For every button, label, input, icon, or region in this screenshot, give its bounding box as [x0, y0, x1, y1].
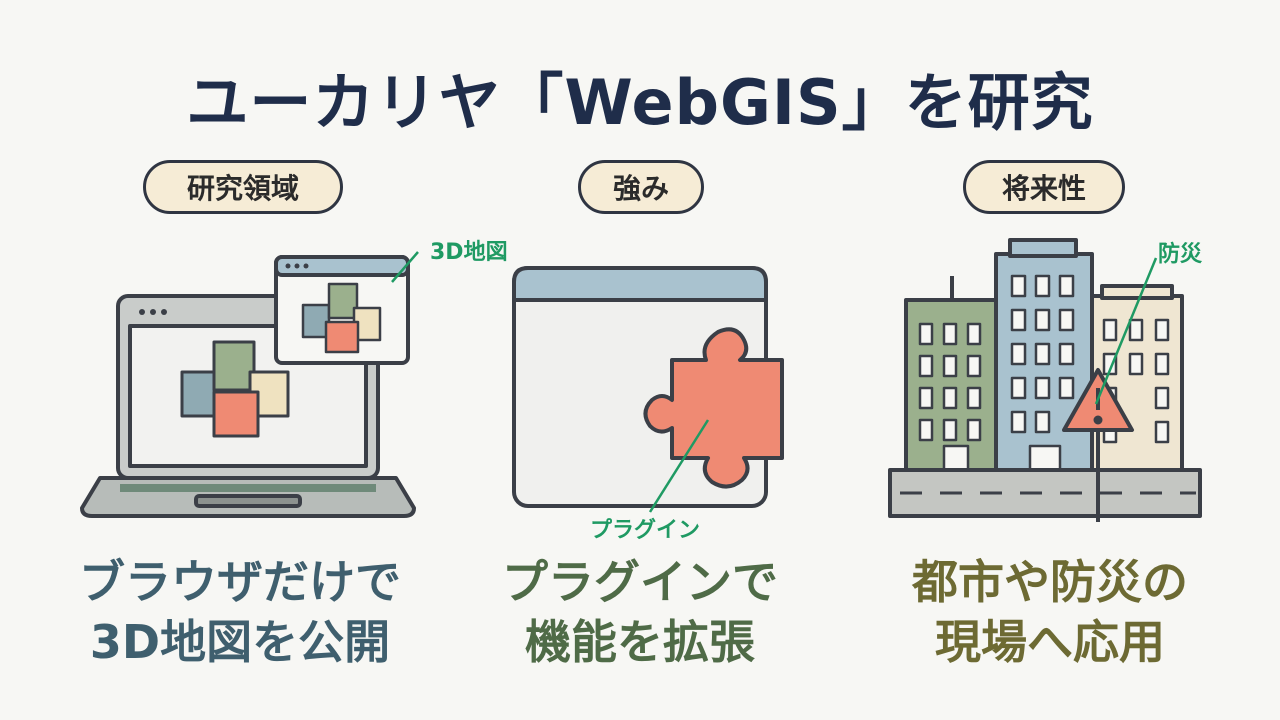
- callout-line-disaster: [1094, 257, 1158, 405]
- caption-line: プラグインで: [502, 555, 778, 609]
- city-buildings-icon: [888, 238, 1202, 518]
- caption-line: ブラウザだけで: [79, 555, 401, 609]
- heading-research-area: 研究領域: [143, 160, 343, 214]
- caption-line: 現場へ応用: [935, 615, 1165, 669]
- puzzle-piece-icon: [643, 327, 784, 489]
- caption-research-area: ブラウザだけで 3D地図を公開: [30, 552, 450, 672]
- caption-line: 都市や防災の: [912, 555, 1188, 609]
- heading-strength: 強み: [578, 160, 704, 214]
- caption-strength: プラグインで 機能を拡張: [430, 552, 850, 672]
- callout-plugin: プラグイン: [590, 518, 701, 543]
- callout-line-3d-map: [391, 251, 419, 283]
- caption-line: 機能を拡張: [525, 615, 755, 669]
- illustrations: [80, 238, 1202, 522]
- page-title: ユーカリヤ「WebGIS」を研究: [186, 66, 1094, 139]
- browser-window-icon: [274, 255, 410, 365]
- 3d-cubes-icon: [180, 340, 290, 438]
- caption-line: 3D地図を公開: [89, 615, 391, 669]
- callout-disaster: 防災: [1158, 242, 1203, 267]
- heading-future: 将来性: [963, 160, 1125, 214]
- caption-future: 都市や防災の 現場へ応用: [840, 552, 1260, 672]
- callout-line-plugin: [648, 419, 710, 513]
- callout-3d-map: 3D地図: [430, 240, 508, 265]
